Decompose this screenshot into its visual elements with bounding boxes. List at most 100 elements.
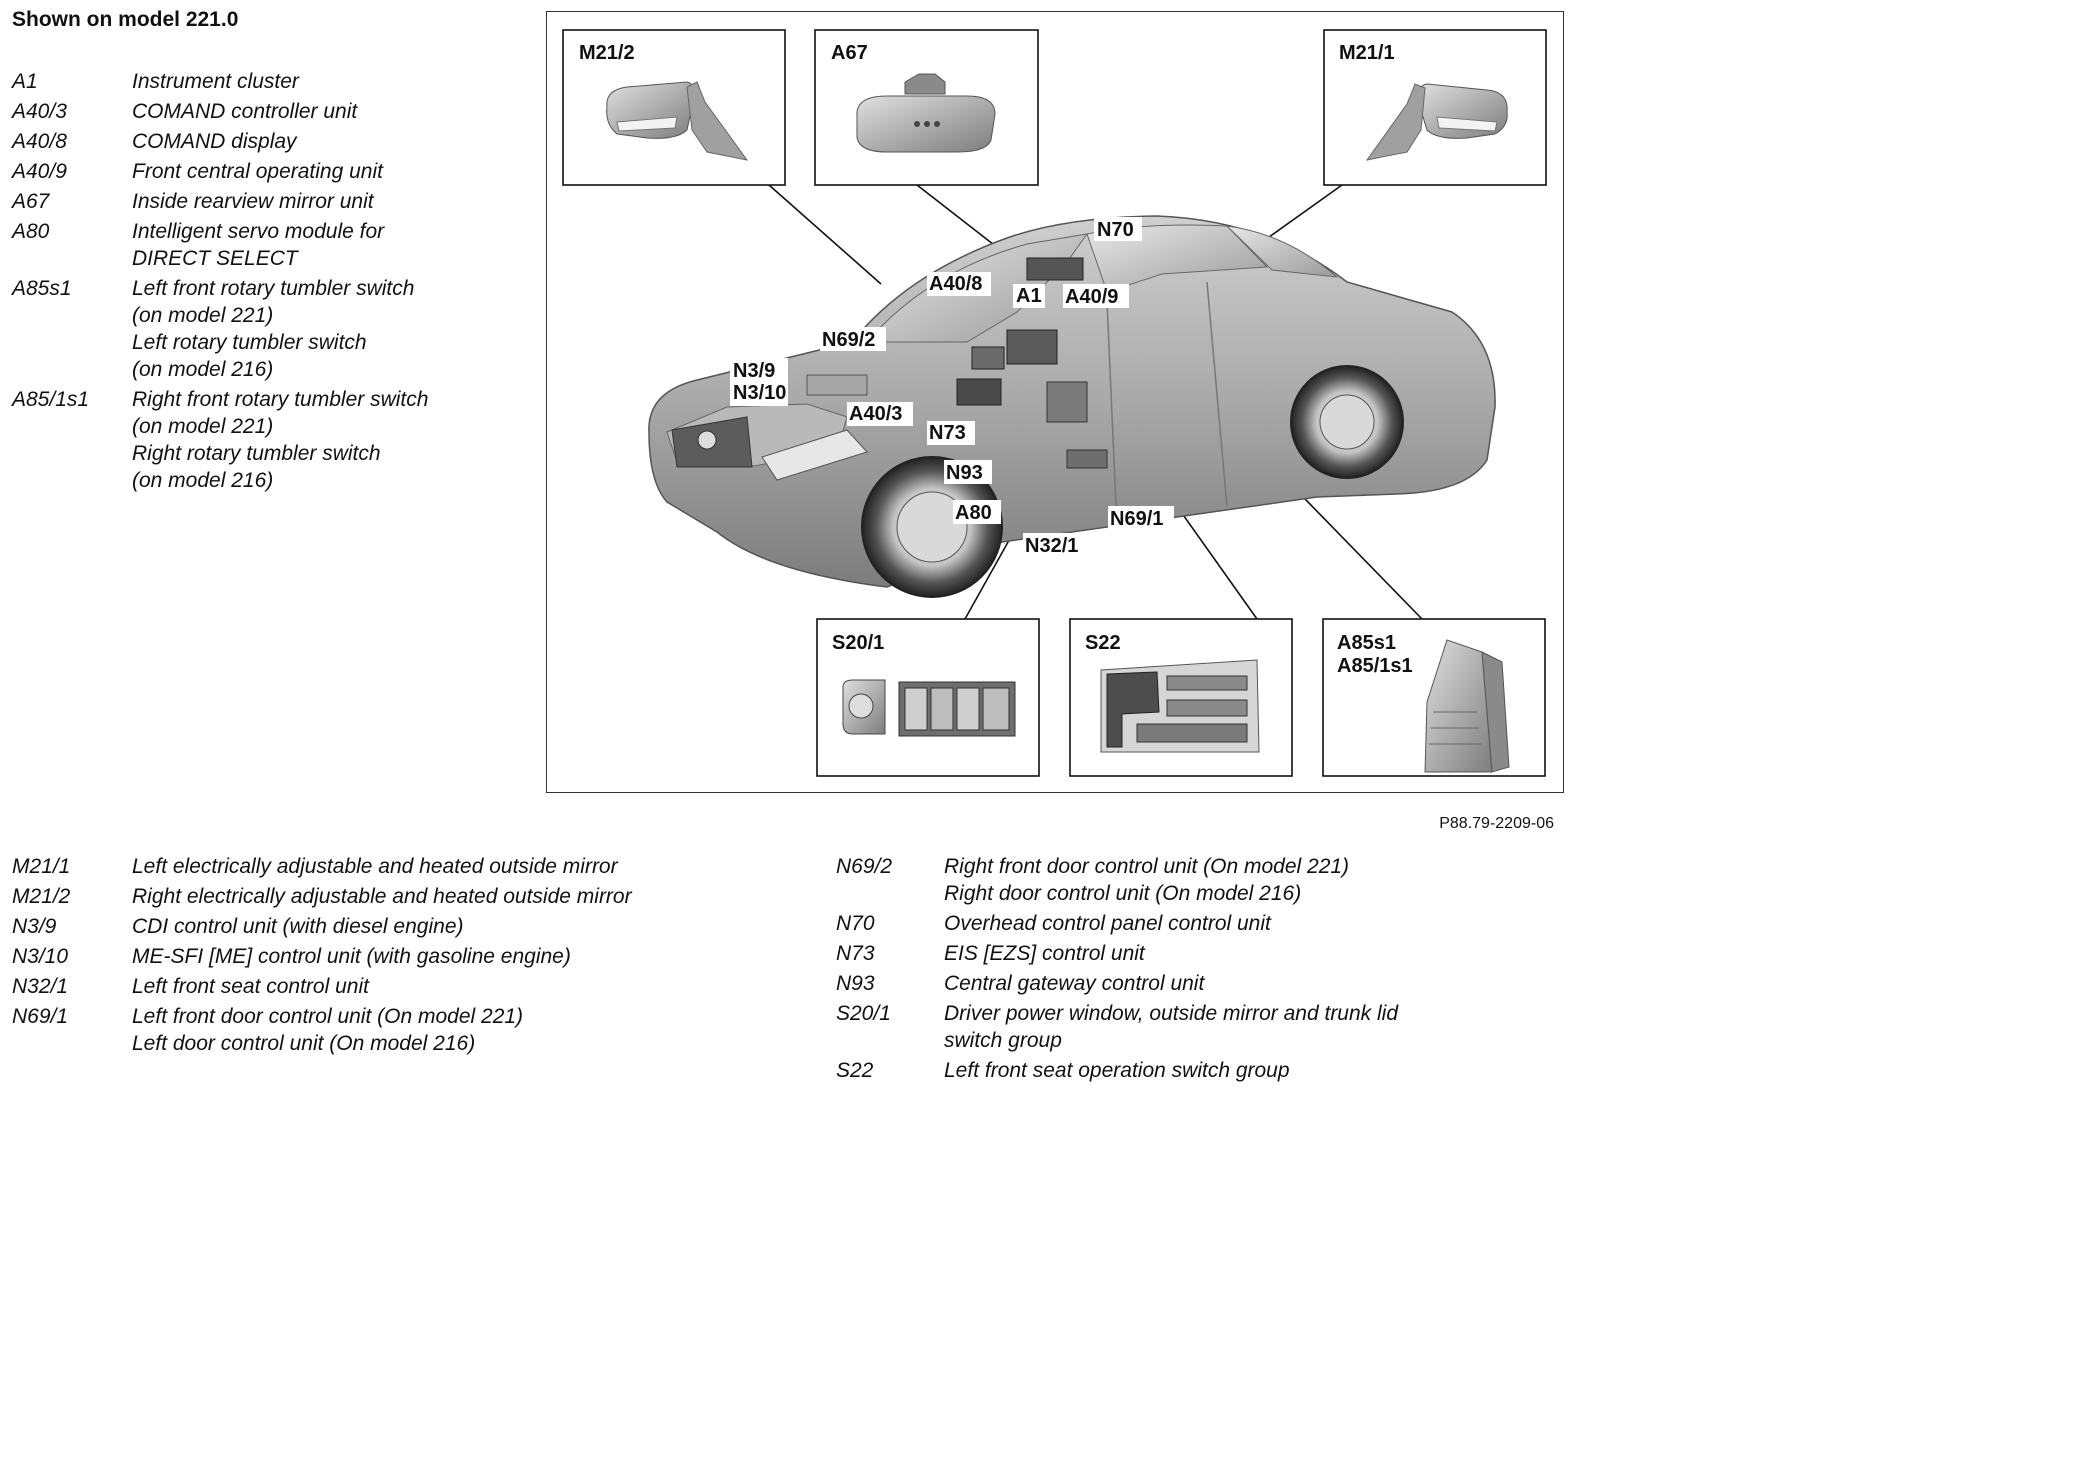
legend-entry: N32/1 Left front seat control unit <box>12 973 632 1000</box>
legend-description: ME-SFI [ME] control unit (with gasoline … <box>132 943 571 970</box>
legend-description-line: Overhead control panel control unit <box>944 912 1271 935</box>
legend-description-line: DIRECT SELECT <box>132 247 298 270</box>
legend-entry: A85s1 Left front rotary tumbler switch (on… <box>12 275 428 383</box>
legend-description: Inside rearview mirror unit <box>132 188 374 215</box>
label-s20-1: S20/1 <box>832 632 884 654</box>
legend-code: S22 <box>836 1059 874 1082</box>
legend-code: A40/3 <box>12 100 67 123</box>
callout-a1: A1 <box>1016 285 1042 307</box>
legend-entry: A85/1s1 Right front rotary tumbler switch… <box>12 386 428 494</box>
legend-description-line: Left front door control unit (On model 2… <box>132 1005 524 1028</box>
callout-n69-2: N69/2 <box>822 329 875 351</box>
legend-description: Front central operating unit <box>132 158 383 185</box>
legend-entry: A1 Instrument cluster <box>12 68 428 95</box>
legend-description: Left electrically adjustable and heated … <box>132 853 618 880</box>
left-mirror-image <box>1365 83 1508 161</box>
legend-code: M21/2 <box>12 885 71 908</box>
legend-entry: A40/3 COMAND controller unit <box>12 98 428 125</box>
callout-n93: N93 <box>946 462 983 484</box>
legend-description-line: COMAND controller unit <box>132 100 358 123</box>
legend-code: A85s1 <box>12 277 72 300</box>
right-mirror-image <box>606 81 749 161</box>
legend-description-line: COMAND display <box>132 130 297 153</box>
legend-description-line: (on model 221) <box>132 415 274 438</box>
component-location-diagram: M21/2 A67 M21/1 S20/1 S22 A85s1 A85/1s1 … <box>546 11 1564 793</box>
legend-description-line: (on model 216) <box>132 469 274 492</box>
legend-description-line: Right door control unit (On model 216) <box>944 882 1302 905</box>
legend-description: Overhead control panel control unit <box>944 910 1271 937</box>
legend-description-line: Instrument cluster <box>132 70 299 93</box>
callout-n3-10: N3/10 <box>733 382 786 404</box>
legend-description: CDI control unit (with diesel engine) <box>132 913 464 940</box>
label-a85s1: A85s1 <box>1337 632 1396 654</box>
legend-entry: N93 Central gateway control unit <box>836 970 1398 997</box>
legend-description-line: CDI control unit (with diesel engine) <box>132 915 464 938</box>
legend-code: A40/8 <box>12 130 67 153</box>
legend-description: EIS [EZS] control unit <box>944 940 1145 967</box>
legend-description-line: EIS [EZS] control unit <box>944 942 1145 965</box>
legend-description: Central gateway control unit <box>944 970 1204 997</box>
car-image <box>648 215 1496 598</box>
legend-description-line: Driver power window, outside mirror and … <box>944 1002 1399 1025</box>
legend-description-line: Front central operating unit <box>132 160 383 183</box>
legend-description: Left front rotary tumbler switch (on mode… <box>132 275 414 383</box>
legend-code: A1 <box>12 70 38 93</box>
legend-description-line: Central gateway control unit <box>944 972 1205 995</box>
legend-description: COMAND controller unit <box>132 98 357 125</box>
callout-n73: N73 <box>929 422 966 444</box>
legend-description-line: Left front rotary tumbler switch <box>132 277 415 300</box>
label-s22: S22 <box>1085 632 1121 654</box>
legend-code: M21/1 <box>12 855 71 878</box>
legend-description-line: Left rotary tumbler switch <box>132 331 367 354</box>
legend-description-line: ME-SFI [ME] control unit (with gasoline … <box>132 945 571 968</box>
legend-description-line: Right front rotary tumbler switch <box>132 388 429 411</box>
legend-description-line: switch group <box>944 1029 1062 1052</box>
legend-description: Right electrically adjustable and heated… <box>132 883 632 910</box>
legend-description-line: Left front seat operation switch group <box>944 1059 1290 1082</box>
legend-description-line: Intelligent servo module for <box>132 220 385 243</box>
callout-labels: N70 A40/8 A1 A40/9 N69/2 N3/9 N3/10 A40/… <box>730 217 1174 557</box>
legend-description-line: Left electrically adjustable and heated … <box>132 855 618 878</box>
legend-code: A85/1s1 <box>12 388 90 411</box>
label-m21-1: M21/1 <box>1339 42 1395 64</box>
callout-n70: N70 <box>1097 219 1134 241</box>
callout-a40-9: A40/9 <box>1065 286 1118 308</box>
page-heading: Shown on model 221.0 <box>12 8 239 31</box>
legend-description-line: (on model 221) <box>132 304 274 327</box>
callout-n32-1: N32/1 <box>1025 535 1078 557</box>
legend-code: S20/1 <box>836 1002 891 1025</box>
callout-a80: A80 <box>955 502 992 524</box>
legend-entry: M21/1 Left electrically adjustable and he… <box>12 853 632 880</box>
legend-code: N32/1 <box>12 975 69 998</box>
legend-code: A67 <box>12 190 50 213</box>
legend-entry: S20/1 Driver power window, outside mirror… <box>836 1000 1398 1054</box>
legend-description-line: Left door control unit (On model 216) <box>132 1032 476 1055</box>
switch-group-image <box>842 679 1016 737</box>
legend-description-line: Right rotary tumbler switch <box>132 442 381 465</box>
legend-description: Left front seat operation switch group <box>944 1057 1290 1084</box>
rearview-mirror-image <box>856 73 996 153</box>
legend-code: N73 <box>836 942 875 965</box>
legend-description: Left front seat control unit <box>132 973 369 1000</box>
legend-code: N69/1 <box>12 1005 69 1028</box>
legend-code: N70 <box>836 912 875 935</box>
legend-code: N93 <box>836 972 875 995</box>
legend-bottom-left: M21/1 Left electrically adjustable and he… <box>12 853 632 1060</box>
figure-reference: P88.79-2209-06 <box>1439 815 1554 832</box>
legend-entry: A67 Inside rearview mirror unit <box>12 188 428 215</box>
legend-description-line: Right electrically adjustable and heated… <box>132 885 632 908</box>
rotary-tumbler-switch-image <box>1424 639 1510 773</box>
legend-entry: A40/8 COMAND display <box>12 128 428 155</box>
legend-entry: S22 Left front seat operation switch grou… <box>836 1057 1398 1084</box>
diagram-svg: M21/2 A67 M21/1 S20/1 S22 A85s1 A85/1s1 … <box>562 29 1547 777</box>
legend-description: COMAND display <box>132 128 297 155</box>
legend-description-line: Left front seat control unit <box>132 975 369 998</box>
